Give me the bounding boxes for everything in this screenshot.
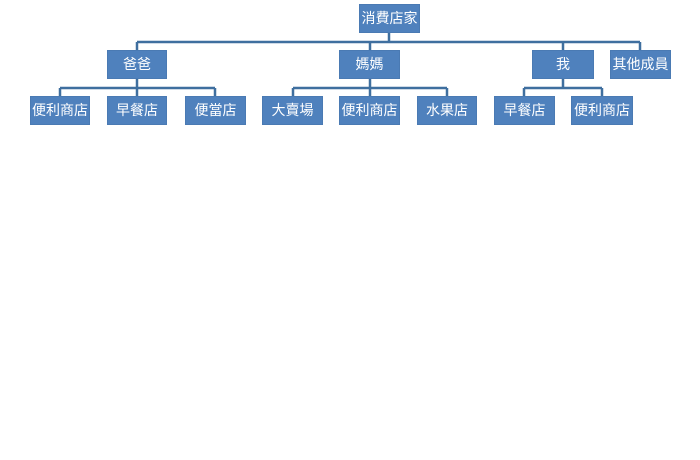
node-me-child-1: 早餐店: [494, 96, 555, 125]
node-dad-child-3: 便當店: [185, 96, 246, 125]
node-mom-child-3: 水果店: [417, 96, 477, 125]
node-dad-child-1: 便利商店: [30, 96, 90, 125]
node-others: 其他成員: [610, 50, 671, 79]
node-mom-child-1: 大賣場: [262, 96, 323, 125]
node-mom-child-2: 便利商店: [339, 96, 400, 125]
node-me: 我: [532, 50, 594, 79]
node-dad: 爸爸: [107, 50, 167, 79]
node-me-child-2: 便利商店: [571, 96, 633, 125]
node-root: 消費店家: [359, 4, 420, 33]
node-mom: 媽媽: [339, 50, 400, 79]
node-dad-child-2: 早餐店: [107, 96, 167, 125]
